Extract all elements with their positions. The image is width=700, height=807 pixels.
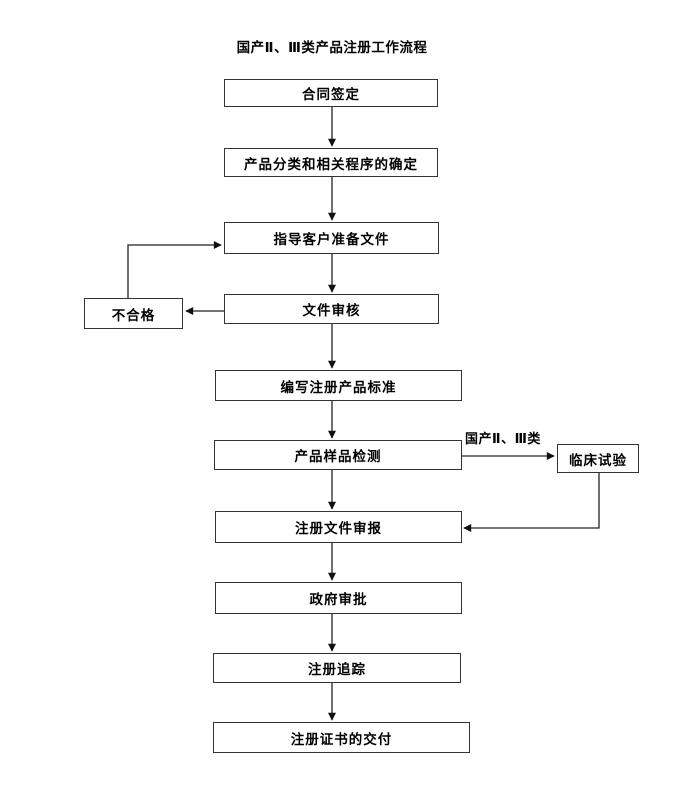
node-registration-tracking: 注册追踪	[213, 653, 461, 683]
connector-clinical-trial-to-dossier-submission	[463, 473, 600, 532]
diagram-title: 国产Ⅱ、Ⅲ类产品注册工作流程	[236, 40, 428, 55]
node-clinical-trial: 临床试验	[557, 444, 639, 473]
node-certificate-delivery: 注册证书的交付	[213, 722, 470, 753]
node-document-review: 文件审核	[224, 294, 439, 324]
node-guide-customer-documents: 指导客户准备文件	[224, 222, 439, 254]
node-contract-signing: 合同签定	[224, 79, 438, 107]
node-unqualified: 不合格	[84, 298, 183, 329]
connector-unqualified-to-guide-docs	[127, 241, 222, 298]
node-product-sample-testing: 产品样品检测	[214, 440, 462, 470]
node-registration-dossier-submission: 注册文件审报	[215, 511, 462, 543]
node-write-product-standard: 编写注册产品标准	[215, 370, 462, 401]
edge-label-domestic-class: 国产Ⅱ、Ⅲ类	[465, 431, 541, 446]
node-government-approval: 政府审批	[215, 582, 462, 614]
node-product-classification: 产品分类和相关程序的确定	[224, 148, 438, 177]
